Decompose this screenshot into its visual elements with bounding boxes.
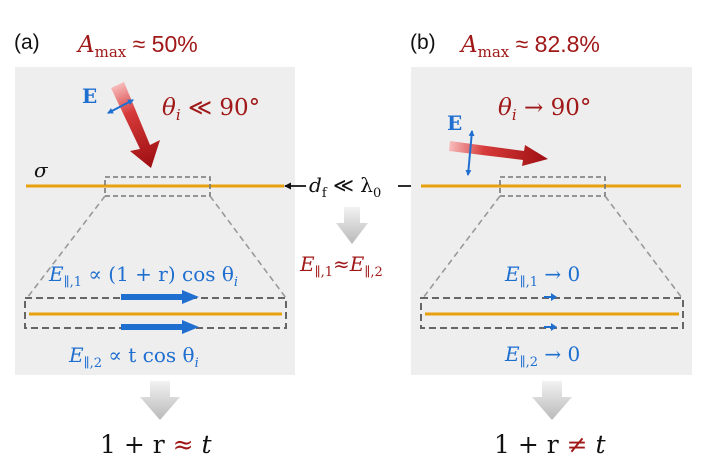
eq-e1-subscript: ∥,1 bbox=[315, 265, 333, 280]
amax-symbol: A bbox=[76, 32, 95, 58]
result-operator: ≠ bbox=[567, 430, 588, 459]
zoom-line-right bbox=[209, 195, 287, 299]
lambda-subscript: 0 bbox=[373, 186, 381, 201]
amax-subscript: max bbox=[478, 43, 510, 61]
result-operator: ≈ bbox=[173, 430, 194, 459]
e2-subscript: ∥,2 bbox=[520, 355, 538, 370]
field-e1-arrow bbox=[121, 290, 199, 304]
theta-symbol: θ bbox=[162, 95, 176, 121]
zoom-box bbox=[104, 176, 211, 197]
panel-a-background bbox=[15, 67, 295, 375]
panel-a: (a) Amax ≈ 50% E θi ≪ 90° σ E∥,1 ∝ (1 + … bbox=[14, 31, 295, 459]
e2-symbol: E bbox=[68, 343, 84, 367]
sigma-label: σ bbox=[34, 158, 49, 182]
field-e1-label: E∥,1 ∝ (1 + r) cos θi bbox=[48, 262, 238, 290]
e1-symbol: E bbox=[48, 262, 64, 286]
field-label-e: E bbox=[82, 84, 97, 108]
amax-symbol: A bbox=[459, 32, 478, 58]
theta-subscript: i bbox=[176, 106, 181, 124]
e2-symbol: E bbox=[504, 342, 520, 366]
result-rhs: t bbox=[194, 430, 213, 459]
field-e2-label: E∥,2 → 0 bbox=[504, 342, 580, 370]
polarization-arrow bbox=[465, 130, 475, 176]
result-down-arrow bbox=[140, 381, 180, 420]
eq-e1-symbol: E bbox=[299, 252, 315, 276]
amax-value: ≈ 82.8% bbox=[509, 31, 600, 57]
result-lhs: 1 + r bbox=[100, 430, 173, 459]
amax-subscript: max bbox=[95, 43, 127, 61]
result-down-arrow bbox=[532, 381, 572, 420]
panel-b-amax: Amax ≈ 82.8% bbox=[459, 31, 600, 61]
field-equality: E∥,1≈E∥,2 bbox=[299, 252, 383, 280]
eq-operator: ≈ bbox=[333, 252, 350, 276]
thickness-condition: df ≪ λ0 bbox=[309, 173, 381, 201]
middle-annotation: df ≪ λ0 E∥,1≈E∥,2 bbox=[284, 173, 420, 280]
e1-subscript: ∥,1 bbox=[64, 275, 82, 290]
polarization-arrow bbox=[107, 99, 134, 114]
incidence-angle-condition: θi ≪ 90° bbox=[162, 95, 260, 124]
e1-relation: → 0 bbox=[538, 262, 580, 286]
df-subscript: f bbox=[322, 186, 328, 201]
middle-down-arrow bbox=[336, 207, 368, 244]
theta-subscript: i bbox=[512, 106, 517, 124]
theta-condition: → 90° bbox=[517, 95, 592, 121]
zoom-box bbox=[499, 176, 606, 197]
e2-relation: ∝ t cos θ bbox=[102, 343, 195, 367]
result-rhs: t bbox=[588, 430, 607, 459]
field-e2-label: E∥,2 ∝ t cos θi bbox=[68, 343, 199, 371]
zoom-line-right bbox=[604, 195, 683, 299]
e1-relation: ∝ (1 + r) cos θ bbox=[82, 262, 234, 286]
theta-symbol: θ bbox=[498, 95, 512, 121]
panel-b-label: (b) bbox=[410, 31, 436, 54]
panel-a-amax: Amax ≈ 50% bbox=[76, 31, 198, 61]
result-lhs: 1 + r bbox=[494, 430, 567, 459]
e1-symbol: E bbox=[504, 262, 520, 286]
e2-subscript: ∥,2 bbox=[84, 356, 102, 371]
field-e2-arrow bbox=[121, 320, 199, 334]
theta-condition: ≪ 90° bbox=[181, 95, 260, 121]
df-relation: ≪ λ bbox=[327, 173, 374, 197]
field-e1-arrow bbox=[544, 293, 557, 301]
e2-theta-subscript: i bbox=[195, 356, 199, 371]
zoom-line-left bbox=[422, 195, 501, 299]
boundary-result: 1 + r ≈ t bbox=[100, 430, 213, 459]
df-symbol: d bbox=[309, 173, 322, 197]
e1-subscript: ∥,1 bbox=[520, 275, 538, 290]
e2-relation: → 0 bbox=[538, 342, 580, 366]
field-e1-label: E∥,1 → 0 bbox=[504, 262, 580, 290]
e1-theta-subscript: i bbox=[234, 275, 238, 290]
incidence-angle-condition: θi → 90° bbox=[498, 95, 591, 124]
zoom-line-left bbox=[26, 195, 106, 299]
panel-b: (b) Amax ≈ 82.8% E θi → 90° E∥,1 → 0 E∥,… bbox=[410, 31, 692, 459]
panel-a-label: (a) bbox=[14, 31, 40, 54]
field-label-e: E bbox=[447, 111, 462, 135]
field-e2-arrow bbox=[544, 323, 557, 331]
eq-e2-subscript: ∥,2 bbox=[364, 265, 382, 280]
eq-e2-symbol: E bbox=[349, 252, 365, 276]
boundary-result: 1 + r ≠ t bbox=[494, 430, 607, 459]
amax-value: ≈ 50% bbox=[126, 31, 197, 57]
